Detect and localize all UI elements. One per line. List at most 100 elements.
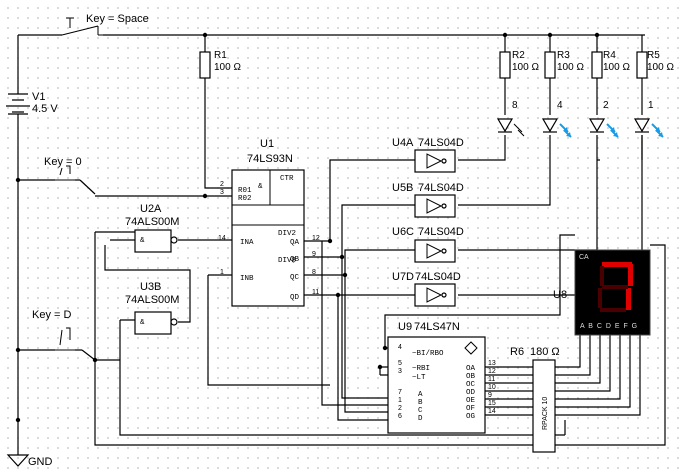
decoder-pinnum-14: 14 bbox=[488, 408, 496, 415]
segment-b bbox=[628, 264, 633, 286]
segment-c bbox=[626, 288, 631, 310]
rpack-body-label: RPACK 10 bbox=[542, 397, 549, 430]
decoder-pin-d: D bbox=[418, 415, 423, 423]
nand-u3b[interactable]: U3B 74ALS00M & bbox=[125, 281, 179, 335]
segment-d bbox=[600, 308, 626, 312]
counter-pin-ctr: CTR bbox=[280, 175, 294, 183]
counter-pinnum-qb: 9 bbox=[312, 251, 316, 258]
decoder-pinnum-2: 2 bbox=[398, 405, 402, 412]
resistor-r3[interactable]: R3 100 Ω bbox=[544, 50, 584, 79]
nand-u2a[interactable]: U2A 74ALS00M & bbox=[125, 203, 179, 253]
resistor-r1-value: 100 Ω bbox=[214, 62, 241, 73]
display-corner-label: CA bbox=[579, 254, 589, 261]
decoder-pinnum-7: 7 bbox=[398, 389, 402, 396]
inverter-u6c-part: 74LS04D bbox=[418, 226, 464, 238]
nand-u2a-ref: U2A bbox=[140, 203, 162, 215]
decoder-pinnum-11: 11 bbox=[488, 376, 495, 383]
counter-pin-div8: DIV8 bbox=[278, 257, 296, 265]
inverter-u4a[interactable]: U4A 74LS04D bbox=[392, 137, 464, 173]
counter-pin-qd: QD bbox=[290, 294, 300, 302]
counter-ref: U1 bbox=[260, 138, 274, 150]
led-1[interactable]: 1 bbox=[633, 100, 664, 138]
counter-pin-qa: QA bbox=[290, 239, 300, 247]
decoder-pin-og: OG bbox=[466, 413, 476, 421]
counter-pin-ina: INA bbox=[240, 239, 254, 247]
resistor-r4-value: 100 Ω bbox=[603, 62, 630, 73]
battery-ref: V1 bbox=[32, 91, 45, 103]
resistor-r2[interactable]: R2 100 Ω bbox=[499, 50, 539, 79]
resistor-r3-value: 100 Ω bbox=[557, 62, 584, 73]
decoder-pinnum-12: 12 bbox=[488, 368, 496, 375]
led-4-label: 4 bbox=[557, 100, 563, 111]
decoder-pin-b: B bbox=[418, 399, 423, 407]
nand-u3b-ref: U3B bbox=[140, 281, 161, 293]
inverter-u4a-part: 74LS04D bbox=[418, 137, 464, 149]
decoder-pinnum-15: 15 bbox=[488, 400, 496, 407]
battery-v1[interactable]: V1 4.5 V bbox=[6, 91, 58, 115]
counter-pin-div2: DIV2 bbox=[278, 230, 296, 238]
counter-pin-qb: QB bbox=[290, 256, 300, 264]
segment-a bbox=[602, 262, 632, 267]
inverter-u7d[interactable]: U7D 74LS04D bbox=[392, 271, 461, 307]
resistor-r1-ref: R1 bbox=[214, 50, 227, 61]
decoder-pin-ob: OB bbox=[466, 373, 476, 381]
inverter-u6c[interactable]: U6C 74LS04D bbox=[392, 226, 464, 263]
display-segment-letters: A B C D E F G bbox=[580, 323, 638, 330]
junction-dots bbox=[15, 32, 600, 423]
resistor-r2-value: 100 Ω bbox=[512, 62, 539, 73]
decoder-ref: U9 bbox=[398, 321, 412, 333]
inverter-u7d-part: 74LS04D bbox=[415, 271, 461, 283]
resistor-r2-ref: R2 bbox=[512, 50, 525, 61]
inverter-u4a-ref: U4A bbox=[392, 137, 414, 149]
decoder-pinnum-3: 3 bbox=[398, 368, 402, 375]
decoder-pinnum-4: 4 bbox=[398, 344, 402, 351]
decoder-pinnum-10: 10 bbox=[488, 384, 496, 391]
inverter-u6c-ref: U6C bbox=[392, 226, 414, 238]
decoder-pinnum-9: 9 bbox=[488, 392, 492, 399]
counter-pinnum-r01: 2 bbox=[220, 181, 224, 188]
resistor-r1[interactable]: R1 100 Ω bbox=[199, 50, 241, 79]
ground-symbol: GND bbox=[6, 454, 53, 468]
decoder-pinnum-5: 5 bbox=[398, 360, 402, 367]
counter-pinnum-inb: 1 bbox=[220, 269, 224, 276]
inverter-u5b-part: 74LS04D bbox=[418, 182, 464, 194]
decoder-pin-c: C bbox=[418, 407, 423, 415]
display-u8[interactable]: U8 CA A B C D E F G bbox=[553, 249, 651, 336]
decoder-pin-of: OF bbox=[466, 405, 475, 413]
decoder-pin-oe: OE bbox=[466, 397, 476, 405]
counter-pinnum-qa: 12 bbox=[312, 235, 320, 242]
decoder-pin-bi: ~BI/RBO bbox=[412, 350, 444, 358]
rpack-value: 180 Ω bbox=[530, 346, 560, 358]
led-8[interactable]: 8 bbox=[496, 100, 525, 137]
segment-g bbox=[602, 285, 628, 289]
decoder-pinnum-6: 6 bbox=[398, 413, 402, 420]
inverter-u7d-ref: U7D bbox=[392, 271, 414, 283]
nand-u3b-symbol: & bbox=[140, 319, 145, 327]
resistor-r4[interactable]: R4 100 Ω bbox=[591, 50, 630, 79]
decoder-pin-a: A bbox=[418, 391, 423, 399]
resistor-r3-ref: R3 bbox=[557, 50, 570, 61]
nand-u2a-symbol: & bbox=[140, 237, 145, 245]
segment-e bbox=[598, 288, 602, 308]
led-2[interactable]: 2 bbox=[588, 100, 619, 138]
resistor-r4-ref: R4 bbox=[603, 50, 616, 61]
counter-pin-r02: R02 bbox=[238, 195, 252, 203]
counter-amp: & bbox=[258, 183, 263, 191]
decoder-pinnum-13: 13 bbox=[488, 360, 496, 367]
counter-pin-inb: INB bbox=[240, 275, 254, 283]
switch-space[interactable]: Key = Space bbox=[61, 13, 149, 36]
rpack-r6[interactable]: R6 180 Ω RPACK 10 bbox=[510, 346, 560, 453]
inverter-u5b[interactable]: U5B 74LS04D bbox=[392, 182, 464, 218]
decoder-u9[interactable]: U9 74LS47N ~BI/RBO ~RBI ~LT A B C D 4 5 … bbox=[387, 321, 496, 434]
counter-pin-qc: QC bbox=[290, 274, 300, 282]
switch-key-0[interactable]: Key = 0 bbox=[44, 156, 82, 181]
led-4[interactable]: 4 bbox=[541, 100, 572, 138]
resistor-r5[interactable]: R5 100 Ω bbox=[636, 50, 674, 79]
nand-u2a-part: 74ALS00M bbox=[125, 216, 179, 228]
inverter-u5b-ref: U5B bbox=[392, 182, 413, 194]
decoder-pin-rbi: ~RBI bbox=[412, 365, 430, 373]
counter-u1[interactable]: U1 74LS93N R01 R02 & CTR DIV2 DIV8 INA I… bbox=[218, 138, 320, 307]
switch-key-d[interactable]: Key = D bbox=[32, 309, 75, 351]
led-1-label: 1 bbox=[648, 100, 654, 111]
